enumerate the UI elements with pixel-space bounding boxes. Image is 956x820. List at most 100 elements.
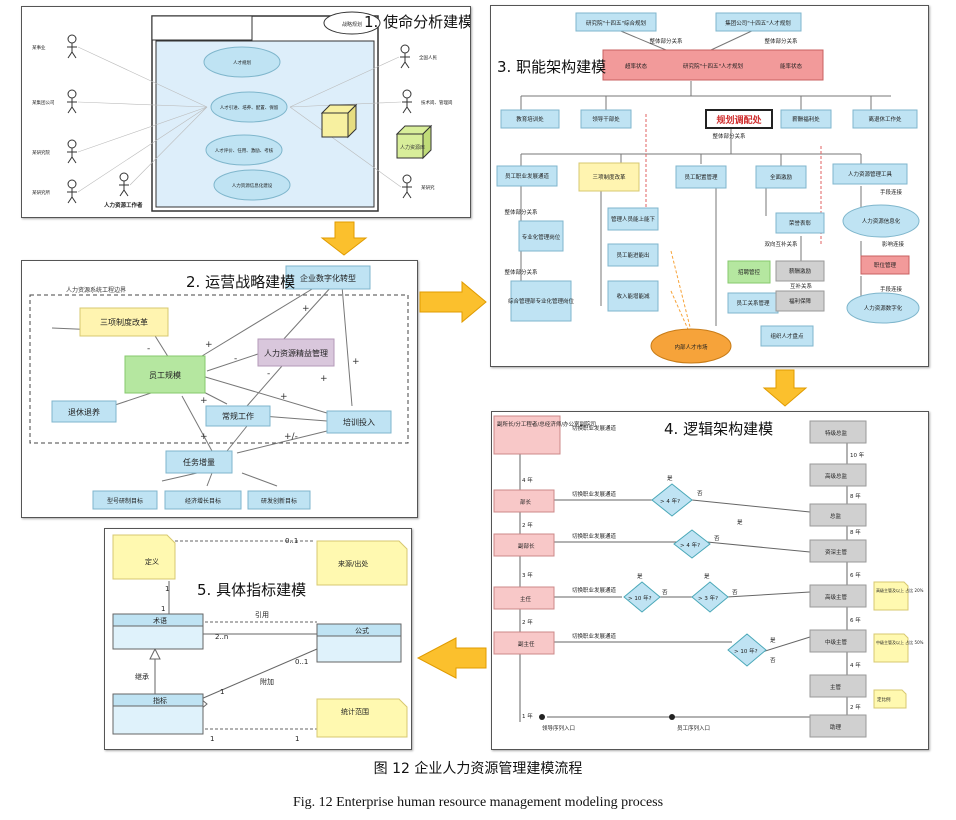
svg-text:-: - xyxy=(234,354,237,364)
p4-path-3: 切换职业发展通道 xyxy=(572,586,617,594)
p3-col2-1: 管理人员能上能下 xyxy=(611,215,656,223)
svg-text:+: + xyxy=(205,340,213,350)
actor-5: 全国人民 xyxy=(400,44,437,69)
p4-left-4: 副主任 xyxy=(518,640,535,648)
svg-text:人才评价、任用、激励、考核: 人才评价、任用、激励、考核 xyxy=(215,147,274,154)
p3-col3-0: 员工配置管理 xyxy=(684,173,718,181)
p5-mult-0: 0..1 xyxy=(285,537,298,545)
p5-mult-3: 2..n xyxy=(215,633,228,641)
p4-note-2: 定比例 xyxy=(877,696,891,703)
p3-top1: 研究院"十四五"综合规划 xyxy=(586,19,646,27)
node-rd-goal: 研发创新目标 xyxy=(261,497,297,505)
usecase-diagram: 人才规划人才引进、培养、配置、保留人才评价、任用、激励、考核人力资源信息化建设 … xyxy=(32,11,453,212)
p3-col3-2: 员工关系管理 xyxy=(736,299,770,307)
figure-caption-en: Fig. 12 Enterprise human resource manage… xyxy=(292,795,664,810)
p4-path-1: 切换职业发展通道 xyxy=(572,490,617,498)
panel-title-3: 3. 职能架构建模 xyxy=(497,58,607,76)
p4-cond-0: > 4 年? xyxy=(660,497,680,505)
p3-col4-2: 薪酬激励 xyxy=(789,267,812,275)
p4-yes-2: 是 xyxy=(637,573,643,580)
svg-text:+: + xyxy=(200,432,208,442)
p5-cite: 引用 xyxy=(255,610,269,619)
node-retire: 退休退养 xyxy=(68,407,100,417)
p4-no-4: 否 xyxy=(770,657,776,664)
p4-left-1: 部长 xyxy=(520,498,532,506)
p4-cond-2: > 10 年? xyxy=(628,594,652,602)
p3-col4-3: 福利保障 xyxy=(789,297,812,305)
p4-no-0: 否 xyxy=(697,490,703,497)
p4-yes-0: 是 xyxy=(667,475,673,482)
svg-text:全国人民: 全国人民 xyxy=(419,54,437,61)
arrow-3-4 xyxy=(762,369,808,407)
actor-7: 某研究 xyxy=(402,174,435,199)
p3-label-1: 影响连接 xyxy=(882,240,905,248)
p3-label-5: 整体部分关系 xyxy=(504,208,538,216)
p5-source: 来源/出处 xyxy=(338,559,368,568)
node-fine-mgmt: 人力资源精益管理 xyxy=(264,348,328,358)
p4-path-4: 切换职业发展通道 xyxy=(572,632,617,640)
svg-text:技术岗、管理岗: 技术岗、管理岗 xyxy=(421,99,453,106)
p5-mult-7: 1 xyxy=(295,735,299,743)
p4-yr-5: 4 年 xyxy=(850,661,861,669)
causal-diagram: 人力资源系统工程边界 + - + - - + + xyxy=(29,265,409,510)
p3-mid-1: 研究院"十四五"人才规划 xyxy=(683,62,743,70)
svg-text:+: + xyxy=(200,396,208,406)
panel-title-4: 4. 逻辑架构建模 xyxy=(664,420,774,438)
p3-mid-0: 超率状态 xyxy=(625,62,648,70)
usecase-4: 人力资源信息化建设 xyxy=(213,169,291,201)
actor-2: 某研究院 xyxy=(32,139,77,164)
p5-mult-5: 1 xyxy=(220,688,224,696)
p3-col2-3: 收入能增能减 xyxy=(616,292,650,300)
panel-title-5: 5. 具体指标建模 xyxy=(197,581,307,599)
p4-note-1: 中级主管及以上 占比 50% xyxy=(876,639,924,645)
node-model-goal: 型号研制目标 xyxy=(107,497,143,505)
p3-label-2: 手段连接 xyxy=(880,285,903,293)
p4-yr-6: 2 年 xyxy=(850,703,861,711)
p5-formula: 公式 xyxy=(355,626,369,635)
svg-text:人才引进、培养、配置、保留: 人才引进、培养、配置、保留 xyxy=(220,104,279,111)
p4-yr-0: 10 年 xyxy=(850,451,865,459)
usecase-2: 人才引进、培养、配置、保留 xyxy=(210,91,288,123)
p3-col5-1: 职位管理 xyxy=(874,261,897,269)
p4-no-2: 否 xyxy=(662,589,668,596)
p3-sub-2: 规划调配处 xyxy=(716,114,762,126)
node-cube-2 xyxy=(395,124,433,160)
p5-indicator: 指标 xyxy=(153,696,167,705)
panel-title-1: 1. 使命分析建模 xyxy=(364,13,471,31)
p3-col5-0: 人力资源信息化 xyxy=(862,217,901,225)
p3-col3-3: 组织人才盘点 xyxy=(770,332,804,340)
p4-yr-1: 8 年 xyxy=(850,492,861,500)
p4-right-6: 主管 xyxy=(830,683,842,691)
node-staff-scale: 员工规模 xyxy=(149,370,181,380)
p4-no-3: 否 xyxy=(732,589,738,596)
svg-text:某集团公司: 某集团公司 xyxy=(32,99,55,106)
p4-right-2: 总监 xyxy=(830,512,842,520)
panel-logic-architecture: 副所长/分工程者/总经济师/办公室副院司 部长 副部长 主任 副主任 特级总监 … xyxy=(491,411,929,750)
p3-col3-1: 招聘管控 xyxy=(738,268,761,276)
p4-right-0: 特级总监 xyxy=(825,429,848,437)
p4-yl-3: 2 年 xyxy=(522,618,533,626)
p4-path-0: 切换职业发展通道 xyxy=(572,424,617,432)
node-task-increment: 任务增量 xyxy=(183,457,215,467)
p3-label-4: 互补关系 xyxy=(790,282,813,290)
panel-indicator-modeling: 定义 来源/出处 术语 公式 指标 统计范围 引用 继承 附加 0..1 1 1… xyxy=(104,528,412,750)
p3-label-3: 双向互补关系 xyxy=(764,240,798,248)
usecase-1: 人才规划 xyxy=(203,46,281,78)
arrow-1-2 xyxy=(320,221,368,256)
p4-left-2: 副部长 xyxy=(518,542,535,550)
p5-definition: 定义 xyxy=(145,557,159,566)
p3-label-0: 手段连接 xyxy=(880,188,903,196)
p3-inner-market: 内部人才市场 xyxy=(674,343,708,351)
p4-yes-3: 是 xyxy=(704,573,710,580)
p4-yl-0: 4 年 xyxy=(522,476,533,484)
p3-col2-0: 三项制度改革 xyxy=(592,173,626,181)
p4-entry-right: 员工序列入口 xyxy=(677,724,710,732)
actor-3: 某研究所 xyxy=(32,179,77,204)
p5-mult-2: 1 xyxy=(161,605,165,613)
p3-sub-4: 离退休工作处 xyxy=(868,115,902,123)
p5-mult-1: 1 xyxy=(165,585,169,593)
state-machine-diagram: 副所长/分工程者/总经济师/办公室副院司 部长 副部长 主任 副主任 特级总监 … xyxy=(493,415,924,738)
svg-text:某研究院: 某研究院 xyxy=(32,149,50,156)
p3-label-6: 整体部分关系 xyxy=(504,268,538,276)
p3-sub-3: 薪酬福利处 xyxy=(792,115,820,123)
